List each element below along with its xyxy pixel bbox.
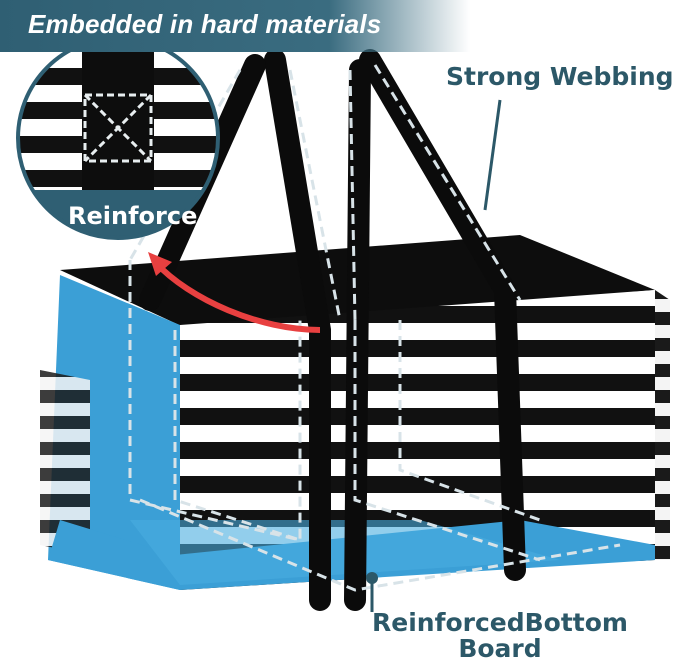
reinforced-bottom-label: ReinforcedBottom Board xyxy=(330,610,670,662)
bottom-label-line2: Board xyxy=(458,634,542,663)
header-banner: Embedded in hard materials xyxy=(0,0,470,52)
reinforce-arrow xyxy=(152,259,321,333)
reinforce-zoom-circle xyxy=(16,36,220,240)
bottom-label-line1: ReinforcedBottom xyxy=(372,608,628,637)
strong-webbing-label: Strong Webbing xyxy=(446,62,674,91)
banner-title: Embedded in hard materials xyxy=(28,9,382,39)
reinforce-label: Reinforce xyxy=(68,202,198,230)
